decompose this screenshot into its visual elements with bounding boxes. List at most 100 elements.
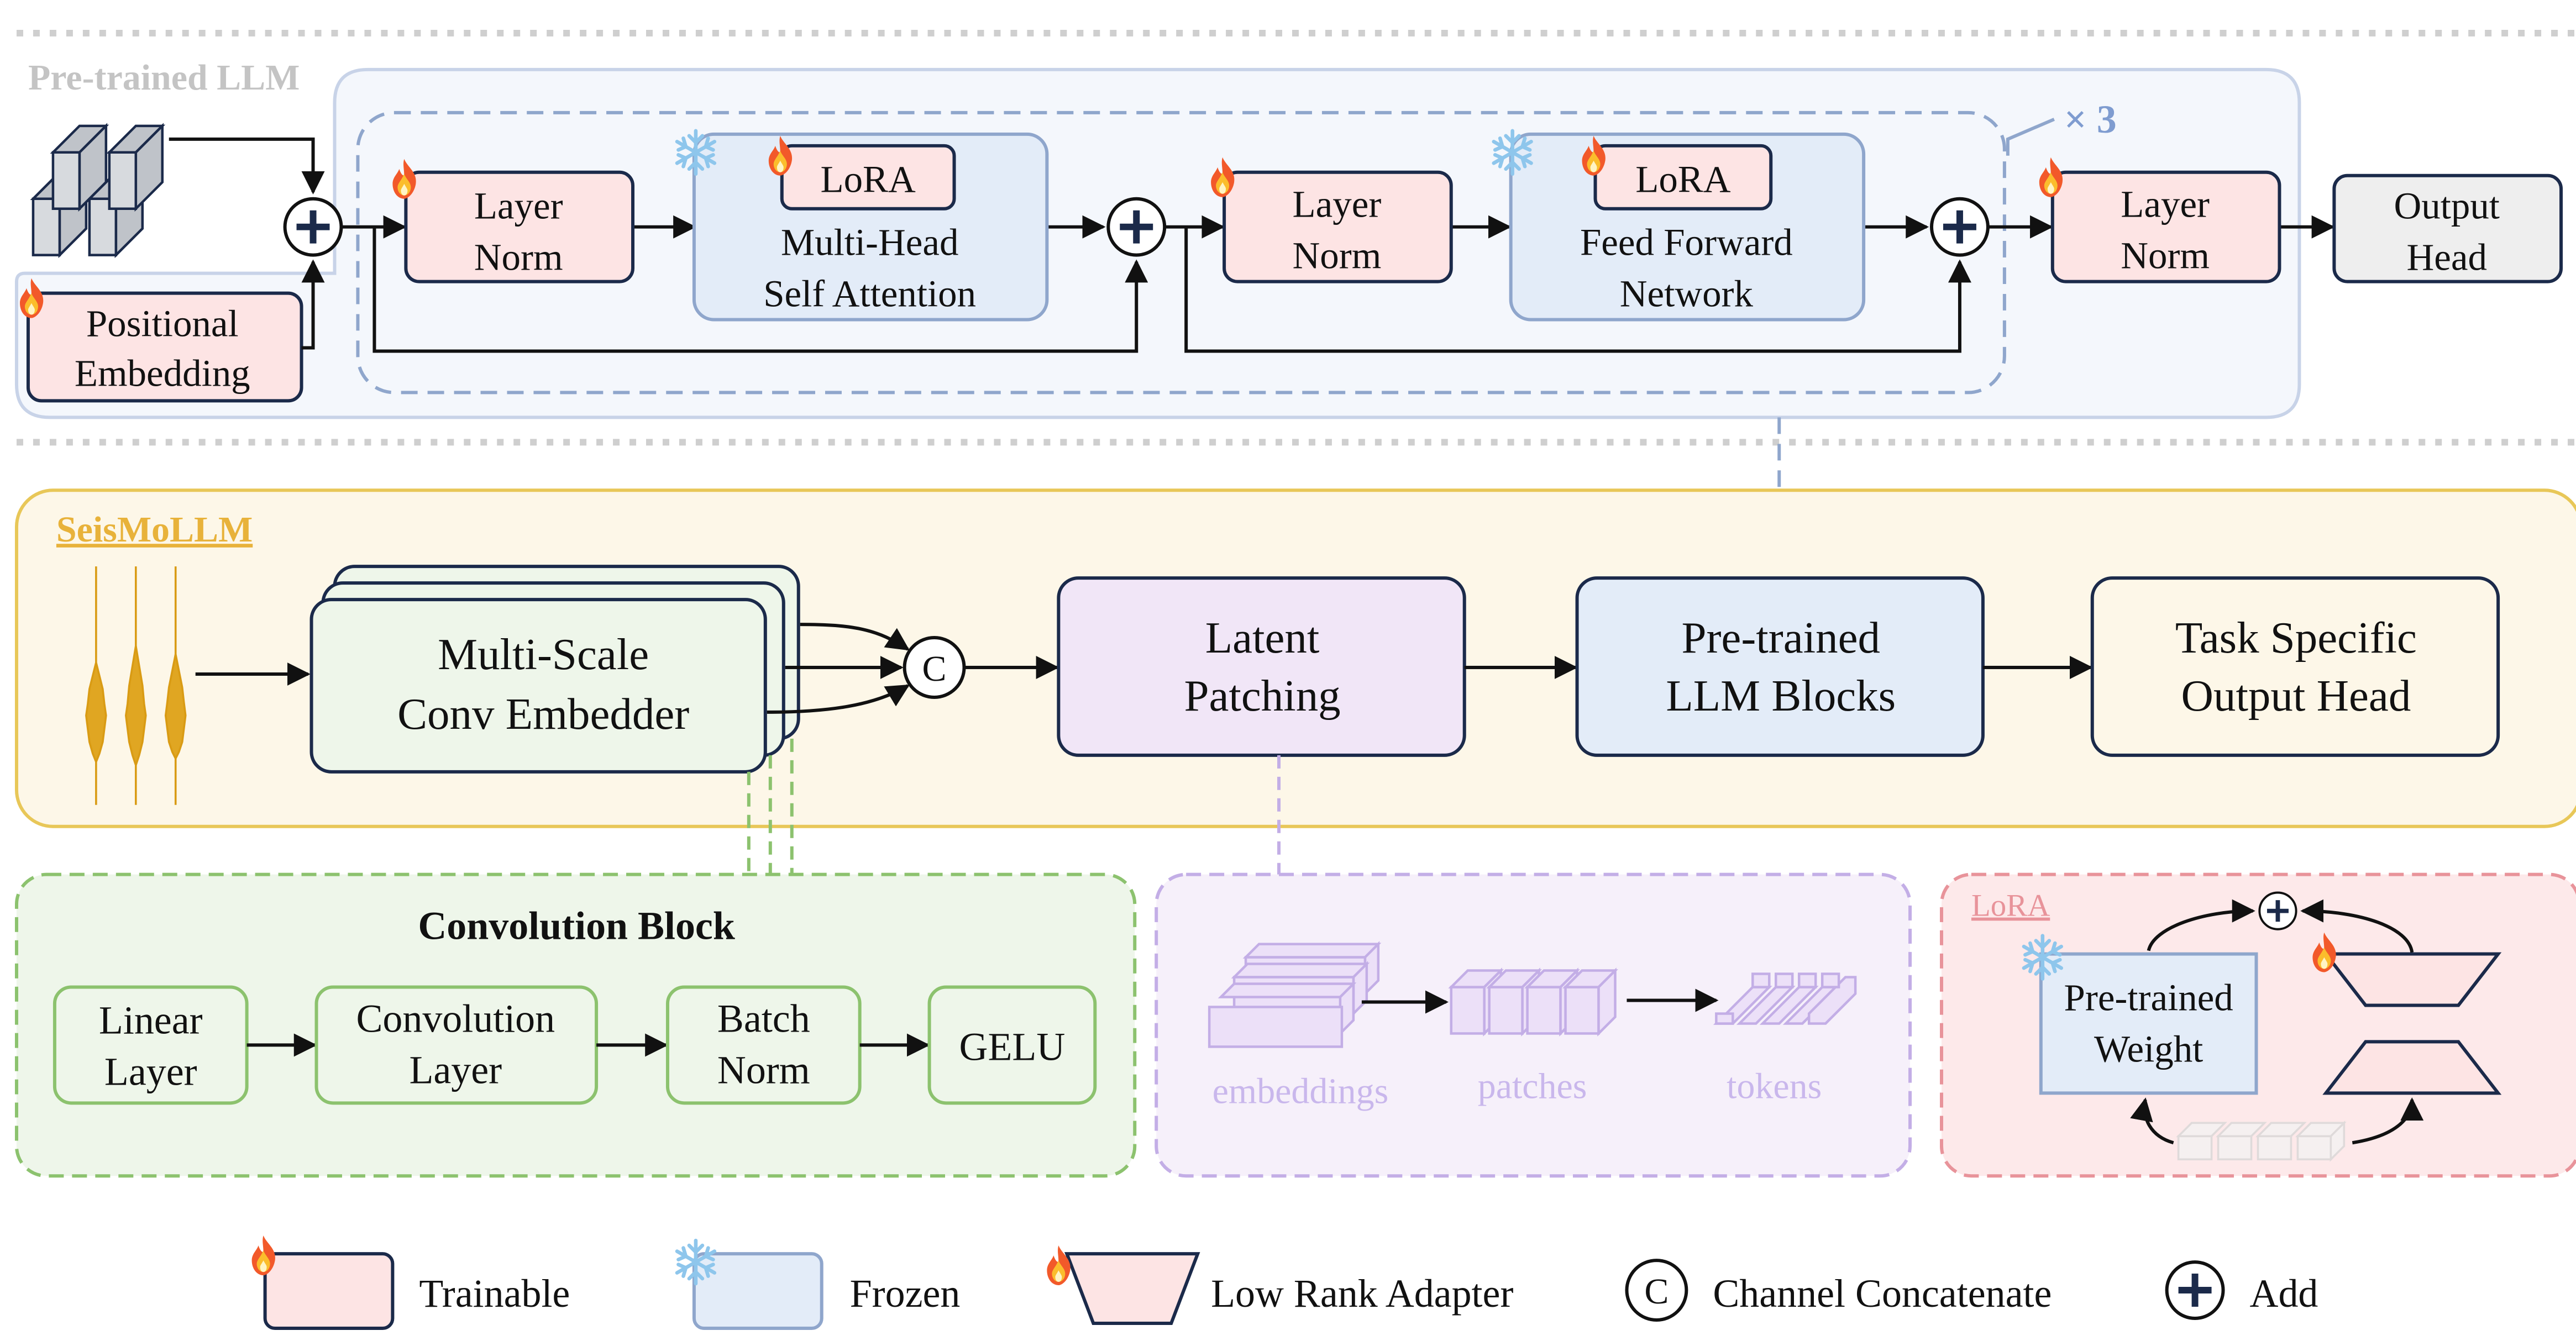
legend-frozen: Frozen	[677, 1240, 961, 1330]
legend-frozen-label: Frozen	[850, 1271, 961, 1316]
task-head-label: Task Specific	[2175, 613, 2417, 662]
lora-down-projection	[2322, 1040, 2502, 1095]
layer-norm-label: Layer	[1293, 183, 1382, 225]
mhsa-label: Multi-Head	[781, 222, 959, 264]
feed-forward-box: LoRA Feed Forward Network	[1494, 131, 1866, 322]
legend-add: Add	[2167, 1262, 2318, 1318]
add-icon	[2167, 1262, 2223, 1318]
add-icon	[285, 199, 342, 255]
tokens-icon	[1713, 972, 1857, 1025]
linear-layer-label: Linear	[99, 998, 203, 1042]
lora-panel-title: LoRA	[1971, 888, 2050, 923]
linear-layer-box: Linear Layer	[53, 985, 249, 1105]
output-head-label: Head	[2406, 236, 2486, 278]
add-icon	[2259, 893, 2296, 929]
posemb-to-add-arrow	[301, 259, 325, 350]
multi-scale-conv-embedder: Multi-Scale Conv Embedder	[309, 565, 800, 774]
embedder-to-concat-arrow	[800, 623, 910, 651]
layer-norm-label: Norm	[474, 236, 563, 278]
token-embedding-icon	[30, 123, 166, 259]
add-icon	[1932, 199, 1988, 255]
convolution-layer-label: Layer	[409, 1048, 502, 1092]
residual-1-arrow	[373, 227, 1148, 353]
lora-tag-label: LoRA	[820, 159, 916, 201]
ffn-label: Network	[1620, 273, 1754, 315]
patches-label: patches	[1478, 1066, 1587, 1106]
layer-norm-label: Norm	[1293, 235, 1382, 277]
legend-trainable: Trainable	[251, 1235, 570, 1330]
embedder-label: Multi-Scale	[438, 629, 649, 679]
concat-icon: C	[903, 636, 966, 699]
trainable-flame-icon	[1047, 1245, 1071, 1286]
pretrained-llm-blocks-box: Pre-trained LLM Blocks	[1575, 576, 1985, 757]
batch-norm-label: Batch	[717, 996, 810, 1040]
embeddings-label: embeddings	[1213, 1071, 1389, 1111]
latent-patching-label: Patching	[1184, 671, 1340, 721]
gelu-box: GELU	[927, 985, 1097, 1105]
convolution-layer-label: Convolution	[356, 996, 555, 1040]
adapter-to-add-arrow	[2300, 899, 2414, 953]
positional-embedding-box: Positional Embedding	[19, 278, 303, 403]
weight-to-add-arrow	[2147, 899, 2255, 951]
llm-blocks-label: Pre-trained	[1681, 613, 1880, 662]
waveform-icon	[85, 566, 187, 805]
convolution-block-title: Convolution Block	[418, 904, 735, 948]
task-specific-output-head-box: Task Specific Output Head	[2090, 576, 2500, 757]
repeated-block-frame	[356, 111, 2006, 395]
legend-adapter-label: Low Rank Adapter	[1211, 1271, 1513, 1316]
token-to-add-arrow	[169, 137, 325, 194]
embedder-to-concat-arrow	[767, 684, 910, 714]
concat-icon	[1625, 1259, 1688, 1322]
input-to-weight-arrow	[2130, 1097, 2174, 1145]
batch-norm-box: Batch Norm	[665, 985, 862, 1105]
latent-patching-label: Latent	[1205, 613, 1320, 662]
tokens-label: tokens	[1727, 1066, 1822, 1106]
patches-icon	[1448, 967, 1618, 1037]
legend-concat-label: Channel Concatenate	[1713, 1271, 2052, 1316]
linear-layer-label: Layer	[104, 1049, 197, 1093]
conv-detail-connector	[747, 738, 794, 875]
llm-blocks-label: LLM Blocks	[1666, 671, 1896, 721]
lora-up-projection	[2312, 932, 2502, 1007]
task-head-label: Output Head	[2181, 671, 2411, 721]
repeat-label: × 3	[2064, 97, 2117, 141]
concat-symbol: C	[1644, 1271, 1669, 1312]
layer-norm-box: Layer Norm	[1211, 157, 1453, 283]
latent-patching-box: Latent Patching	[1057, 576, 1466, 757]
ffn-label: Feed Forward	[1580, 222, 1793, 264]
repeat-pointer	[2006, 118, 2055, 156]
multi-head-attention-box: LoRA Multi-Head Self Attention	[677, 131, 1049, 322]
positional-embedding-label-1: Positional	[86, 303, 239, 345]
lora-tag	[780, 144, 956, 211]
output-head-box: Output Head	[2332, 173, 2563, 283]
legend: Trainable Frozen Low Rank Adapter C Chan…	[251, 1235, 2318, 1330]
pretrained-llm-title: Pre-trained LLM	[28, 57, 300, 98]
input-to-adapter-arrow	[2352, 1097, 2424, 1145]
mhsa-label: Self Attention	[763, 273, 976, 315]
batch-norm-label: Norm	[717, 1048, 810, 1092]
residual-2-arrow	[1184, 227, 1971, 353]
legend-low-rank-adapter: Low Rank Adapter	[1047, 1245, 1513, 1325]
input-tokens-icon	[2176, 1120, 2347, 1162]
add-icon	[1108, 199, 1164, 255]
final-layer-norm-box: Layer Norm	[2039, 157, 2281, 283]
legend-trainable-label: Trainable	[419, 1271, 570, 1316]
output-head-label: Output	[2394, 185, 2499, 227]
lora-detail-panel: LoRA	[1940, 872, 2576, 1178]
legend-channel-concatenate: C Channel Concatenate	[1625, 1259, 2052, 1322]
seismollm-title: SeisMoLLM	[56, 509, 253, 550]
positional-embedding-label-2: Embedding	[75, 352, 250, 394]
lora-tag-label: LoRA	[1635, 159, 1731, 201]
layer-norm-label: Norm	[2121, 235, 2210, 277]
pretrained-weight-label: Pre-trained	[2064, 976, 2233, 1018]
layer-norm-label: Layer	[2121, 183, 2210, 225]
embeddings-stack-icon	[1208, 941, 1382, 1048]
legend-add-label: Add	[2250, 1271, 2318, 1316]
gelu-label: GELU	[959, 1024, 1066, 1069]
pretrained-weight-box: Pre-trained Weight	[2024, 936, 2258, 1095]
embedder-label: Conv Embedder	[397, 689, 689, 739]
lora-tag	[1593, 144, 1773, 211]
concat-symbol: C	[922, 649, 947, 689]
